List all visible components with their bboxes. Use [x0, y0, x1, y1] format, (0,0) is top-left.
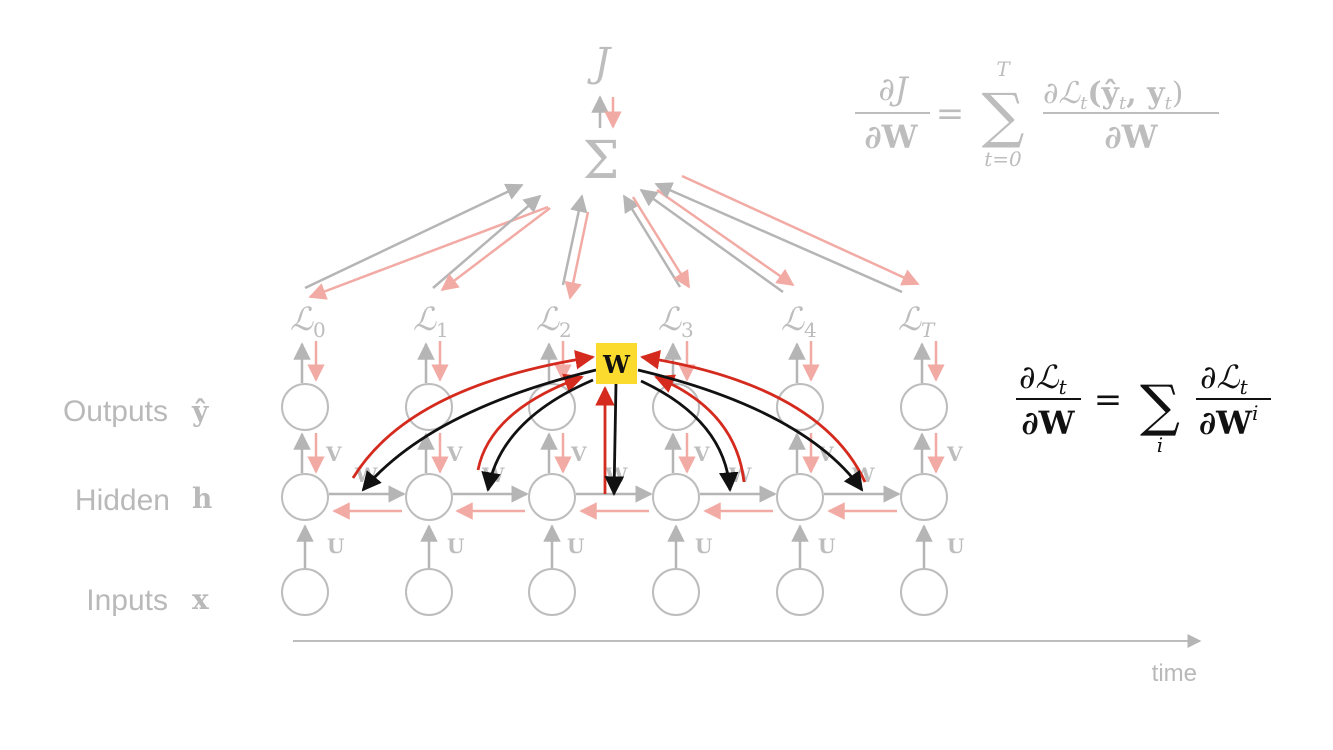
v-label: V [446, 442, 463, 466]
eq-right-rhs-den: ∂Wi [1199, 401, 1258, 442]
loss-4: ℒ4 [781, 300, 817, 342]
inputs-label: Inputs [86, 584, 168, 617]
eq-right-equals: = [1094, 380, 1123, 420]
sum-sigma: Σ [583, 131, 620, 191]
eq-right-rhs-num: ∂ℒt [1200, 358, 1249, 399]
output-node [281, 383, 329, 431]
partial-loss-equation: ∂ℒt ∂W = ∑ i ∂ℒt ∂Wi [1016, 358, 1271, 457]
hidden-node [900, 473, 948, 521]
output-node [900, 383, 948, 431]
eq-top-rhs-num: ∂ℒt(ŷt, yt) [1043, 76, 1184, 114]
eq-top-sum: ∑ [982, 81, 1025, 151]
hidden-node [281, 473, 329, 521]
outputs-symbol: ŷ [191, 395, 209, 428]
loss-3: ℒ3 [658, 300, 694, 342]
loss-1: ℒ1 [413, 300, 449, 342]
shared-weight-box [596, 343, 637, 384]
v-label: V [946, 442, 963, 466]
hidden-symbol: h [192, 482, 212, 515]
u-label: U [695, 534, 712, 558]
input-nodes [281, 568, 948, 616]
hidden-label: Hidden [75, 484, 170, 517]
input-node [281, 568, 329, 616]
eq-top-rhs-den: ∂W [1104, 118, 1158, 156]
eq-top-equals: = [936, 94, 965, 134]
outputs-label: Outputs [63, 395, 168, 428]
input-node [405, 568, 453, 616]
inputs-symbol: x [192, 583, 209, 616]
gradient-red-curves [351, 349, 867, 494]
w-label: W [354, 463, 378, 487]
hidden-nodes [281, 473, 948, 521]
eq-top-sum-upper: T [996, 57, 1011, 81]
input-node [776, 568, 824, 616]
u-label: U [567, 534, 584, 558]
eq-right-sum: ∑ [1140, 374, 1180, 439]
eq-right-lhs-den: ∂W [1021, 404, 1075, 442]
hidden-node [528, 473, 576, 521]
eq-right-lhs-num: ∂ℒt [1019, 358, 1068, 399]
u-label: U [447, 534, 464, 558]
u-label: U [947, 534, 964, 558]
w-label: W [604, 463, 628, 487]
hidden-recurrent-arrows [329, 485, 901, 520]
hidden-node [776, 473, 824, 521]
loss-0: ℒ0 [290, 300, 326, 342]
shared-weight-label: W [602, 350, 631, 379]
eq-right-sum-lower: i [1157, 433, 1163, 457]
u-label: U [818, 534, 835, 558]
input-node [652, 568, 700, 616]
u-label: U [327, 534, 344, 558]
loss-2: ℒ2 [536, 300, 572, 342]
eq-top-sum-lower: t=0 [984, 147, 1022, 171]
eq-top-lhs-den: ∂W [864, 118, 918, 156]
time-label: time [1152, 660, 1197, 687]
u-labels: U U U U U U [327, 534, 964, 558]
weight-black-curves [361, 368, 864, 496]
v-label: V [570, 442, 587, 466]
hidden-node [652, 473, 700, 521]
objective-J: J [587, 40, 612, 86]
loss-labels: ℒ0 ℒ1 ℒ2 ℒ3 ℒ4 ℒT [290, 300, 936, 342]
v-label: V [325, 442, 342, 466]
input-node [528, 568, 576, 616]
eq-top-lhs-num: ∂J [878, 70, 910, 108]
loss-sum-arrows [304, 174, 920, 300]
total-loss-equation: ∂J ∂W = T ∑ t=0 ∂ℒt(ŷt, yt) ∂W [855, 57, 1219, 171]
loss-T: ℒT [898, 300, 936, 342]
input-hidden-arrows [296, 524, 933, 568]
hidden-node [405, 473, 453, 521]
input-node [900, 568, 948, 616]
v-label: V [693, 442, 710, 466]
